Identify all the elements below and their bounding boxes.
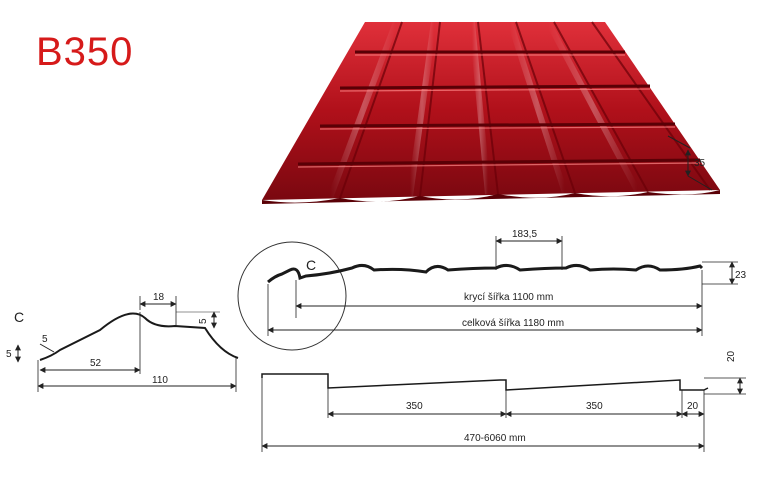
- roof-sheet-illustration: 35: [262, 20, 720, 204]
- side-module-2: 350: [586, 401, 603, 412]
- detail-to-crest: 52: [90, 358, 102, 369]
- cross-section: C 183,5 23 krycí šířka 1100 mm celková š…: [237, 229, 747, 351]
- side-view: 20 350 350 20 470-6060 mm: [261, 350, 746, 452]
- product-title: B350: [36, 30, 134, 74]
- side-end: 20: [687, 401, 699, 412]
- side-step-height: 20: [726, 350, 737, 362]
- detail-total: 110: [152, 375, 168, 386]
- cross-section-pitch: 183,5: [512, 229, 537, 240]
- detail-offset: 5: [42, 334, 48, 345]
- detail-crest-width: 18: [153, 292, 165, 303]
- side-module-1: 350: [406, 401, 423, 412]
- detail-marker: C: [14, 309, 24, 325]
- detail-c-profile: C 5 5 18 5 52 110: [6, 292, 239, 392]
- photo-height-label: 35: [694, 158, 706, 169]
- cross-section-marker: C: [306, 257, 316, 273]
- cross-section-height: 23: [735, 270, 747, 281]
- detail-crest-drop: 5: [198, 318, 209, 324]
- cross-section-total-width: celková šířka 1180 mm: [462, 318, 564, 329]
- detail-height-left: 5: [6, 349, 12, 360]
- side-length: 470-6060 mm: [464, 433, 526, 444]
- cross-section-cover-width: krycí šířka 1100 mm: [464, 292, 553, 303]
